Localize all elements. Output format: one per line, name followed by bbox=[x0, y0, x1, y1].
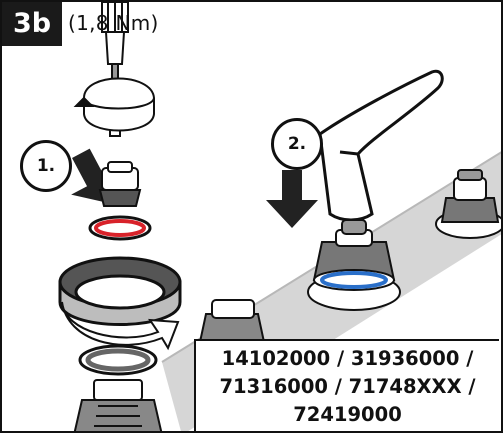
step-number-badge: 3b bbox=[2, 2, 62, 46]
escutcheon-ring-icon bbox=[58, 256, 182, 326]
substep-1-marker: 1. bbox=[20, 140, 72, 192]
product-code-box: 14102000 / 31936000 / 71316000 / 71748XX… bbox=[194, 339, 499, 431]
torque-spec-label: (1,8 Nm) bbox=[68, 11, 159, 35]
lever-handle-icon bbox=[318, 69, 444, 222]
substep-2-marker: 2. bbox=[271, 118, 323, 170]
rotate-arrow-icon bbox=[73, 77, 155, 132]
product-code-line-1: 14102000 / 31936000 / bbox=[221, 347, 474, 370]
side-valve-icon bbox=[435, 169, 501, 239]
installed-valve-icon bbox=[307, 219, 401, 311]
product-code-line-2: 71316000 / 71748XXX / bbox=[219, 375, 476, 398]
product-code-line-3: 72419000 bbox=[293, 403, 402, 426]
rotate-arrow-icon-large bbox=[61, 301, 180, 351]
valve-body-icon bbox=[73, 379, 163, 431]
arrow-down-icon-2 bbox=[266, 170, 318, 228]
spout-base-icon bbox=[198, 299, 266, 343]
cartridge-nut-icon bbox=[98, 161, 142, 207]
